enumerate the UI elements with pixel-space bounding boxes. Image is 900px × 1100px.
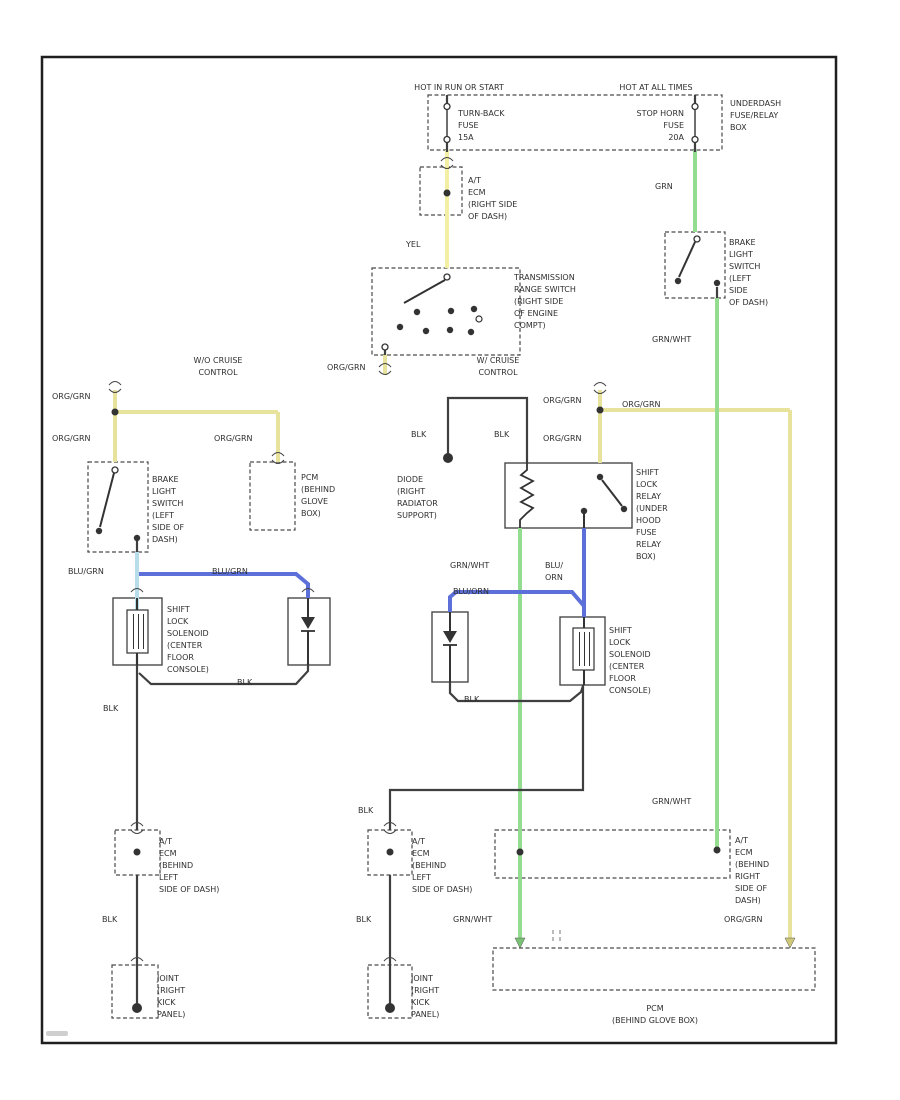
blk-mid-long-wire — [388, 685, 585, 830]
org-grn-label-5: ORG/GRN — [543, 396, 582, 405]
org-grn-pcm-arrow — [784, 937, 796, 949]
blu-grn-label-1: BLU/GRN — [68, 567, 104, 576]
blu-orn-label-2: BLU/ORN — [453, 587, 489, 596]
brake-switch-left-label: BRAKE LIGHT SWITCH (LEFT SIDE OF DASH) — [152, 475, 185, 544]
trans-range-switch-box — [371, 267, 521, 356]
trs-switch-arm — [403, 279, 446, 304]
pcm-connector-ticks — [552, 930, 561, 941]
blk-label-4: BLK — [464, 695, 480, 704]
diode-component-dot — [443, 453, 453, 463]
relay-switch-arm — [601, 479, 623, 507]
pcm-main-label: PCM (BEHIND GLOVE BOX) — [611, 1004, 699, 1025]
joint-left-label: JOINT (RIGHT KICK PANEL) — [157, 974, 186, 1019]
colored-wires — [113, 150, 792, 940]
brake-switch-right-label: BRAKE LIGHT SWITCH (LEFT SIDE OF DASH) — [729, 238, 769, 307]
blu-orn-label-1: BLU/ ORN — [545, 561, 564, 582]
trans-range-switch-symbol — [381, 273, 483, 351]
blu-orn-horiz-wire — [448, 590, 586, 612]
diode-label: DIODE (RIGHT RADIATOR SUPPORT) — [397, 475, 438, 520]
shift-lock-relay-label: SHIFT LOCK RELAY (UNDER HOOD FUSE RELAY … — [636, 468, 668, 561]
underdash-fuse-box — [427, 94, 723, 151]
blk-diode-loop-wire — [446, 396, 529, 463]
component-symbols — [95, 102, 796, 1013]
shift-lock-relay-symbol — [519, 463, 628, 528]
org-grn-label-1: ORG/GRN — [52, 392, 91, 401]
org-grn-label-7: ORG/GRN — [543, 434, 582, 443]
org-grn-label-8: ORG/GRN — [724, 915, 763, 924]
org-grn-label-6: ORG/GRN — [622, 400, 661, 409]
shift-lock-solenoid-mid-label: SHIFT LOCK SOLENOID (CENTER FLOOR CONSOL… — [609, 626, 651, 695]
diode-mid-symbol — [443, 612, 457, 682]
shift-lock-solenoid-left-label: SHIFT LOCK SOLENOID (CENTER FLOOR CONSOL… — [167, 605, 209, 674]
joint-mid-terminal — [385, 1003, 395, 1013]
grn-wht-label-2: GRN/WHT — [450, 561, 490, 570]
with-cruise-section-label: W/ CRUISE CONTROL — [476, 356, 520, 377]
at-ecm-top-junction-dot — [443, 189, 451, 197]
power-feed-left-label: HOT IN RUN OR START — [414, 83, 504, 92]
blk-label-1: BLK — [411, 430, 427, 439]
blu-grn-horiz-wire — [139, 572, 310, 598]
org-grn-label-2: ORG/GRN — [52, 434, 91, 443]
solenoid-mid-symbol — [572, 617, 595, 685]
at-ecm-right-box — [494, 829, 731, 879]
fuse-terminals — [443, 102, 699, 144]
without-cruise-section-label: W/O CRUISE CONTROL — [193, 356, 243, 377]
connector-marks — [108, 157, 607, 962]
relay-coil — [519, 463, 535, 528]
at-ecm-top-box — [419, 166, 463, 216]
org-grn-label-3: ORG/GRN — [214, 434, 253, 443]
grn-wire-label: GRN — [655, 182, 673, 191]
power-feed-right-label: HOT AT ALL TIMES — [619, 83, 693, 92]
brake-switch-left-box — [87, 461, 149, 553]
at-ecm-right-label: A/T ECM (BEHIND RIGHT SIDE OF DASH) — [735, 836, 770, 905]
org-grn-label-4: ORG/GRN — [327, 363, 366, 372]
grn-wht-label-4: GRN/WHT — [453, 915, 493, 924]
diode-left-symbol — [301, 598, 315, 665]
blk-label-7: BLK — [102, 915, 118, 924]
pcm-upper-box — [249, 461, 296, 531]
joint-mid-label: JOINT (RIGHT KICK PANEL) — [411, 974, 440, 1019]
blu-grn-label-2: BLU/GRN — [212, 567, 248, 576]
blk-left-loop-wire — [138, 663, 310, 686]
pcm-main-box — [492, 947, 816, 991]
brake-right-arm — [678, 241, 696, 278]
solenoid-left-symbol — [126, 598, 149, 665]
stop-horn-fuse-label: STOP HORN FUSE 20A — [636, 109, 684, 142]
underdash-fuse-box-label: UNDERDASH FUSE/RELAY BOX — [730, 99, 782, 132]
grn-wht-label-3: GRN/WHT — [652, 797, 692, 806]
grn-wht-pcm-arrow — [514, 937, 526, 949]
pcm-upper-label: PCM (BEHIND GLOVE BOX) — [301, 473, 336, 518]
brake-switch-right-symbol — [674, 235, 721, 287]
blk-label-3: BLK — [237, 678, 253, 687]
brake-switch-left-symbol — [95, 466, 141, 542]
at-ecm-left-label: A/T ECM (BEHIND LEFT SIDE OF DASH) — [159, 837, 220, 894]
blk-label-8: BLK — [356, 915, 372, 924]
blk-label-2: BLK — [494, 430, 510, 439]
trans-range-switch-label: TRANSMISSION RANGE SWITCH (RIGHT SIDE OF… — [514, 273, 576, 330]
blk-label-6: BLK — [358, 806, 374, 815]
joint-left-box — [111, 964, 159, 1019]
shift-lock-relay-box — [504, 462, 633, 529]
at-ecm-mid-label: A/T ECM (BEHIND LEFT SIDE OF DASH) — [412, 837, 473, 894]
diagram-id-mark — [46, 1031, 68, 1036]
yel-wire-label: YEL — [406, 240, 421, 249]
joint-left-terminal — [132, 1003, 142, 1013]
junction-dots — [111, 406, 721, 856]
grn-wht-label-1: GRN/WHT — [652, 335, 692, 344]
diagram-border — [40, 55, 838, 1045]
at-ecm-top-label: A/T ECM (RIGHT SIDE OF DASH) — [468, 176, 518, 221]
blk-label-5: BLK — [103, 704, 119, 713]
turn-back-fuse-label: TURN-BACK FUSE 15A — [458, 109, 505, 142]
blk-mid-loop-wire — [448, 682, 585, 703]
brake-left-arm — [99, 472, 115, 528]
